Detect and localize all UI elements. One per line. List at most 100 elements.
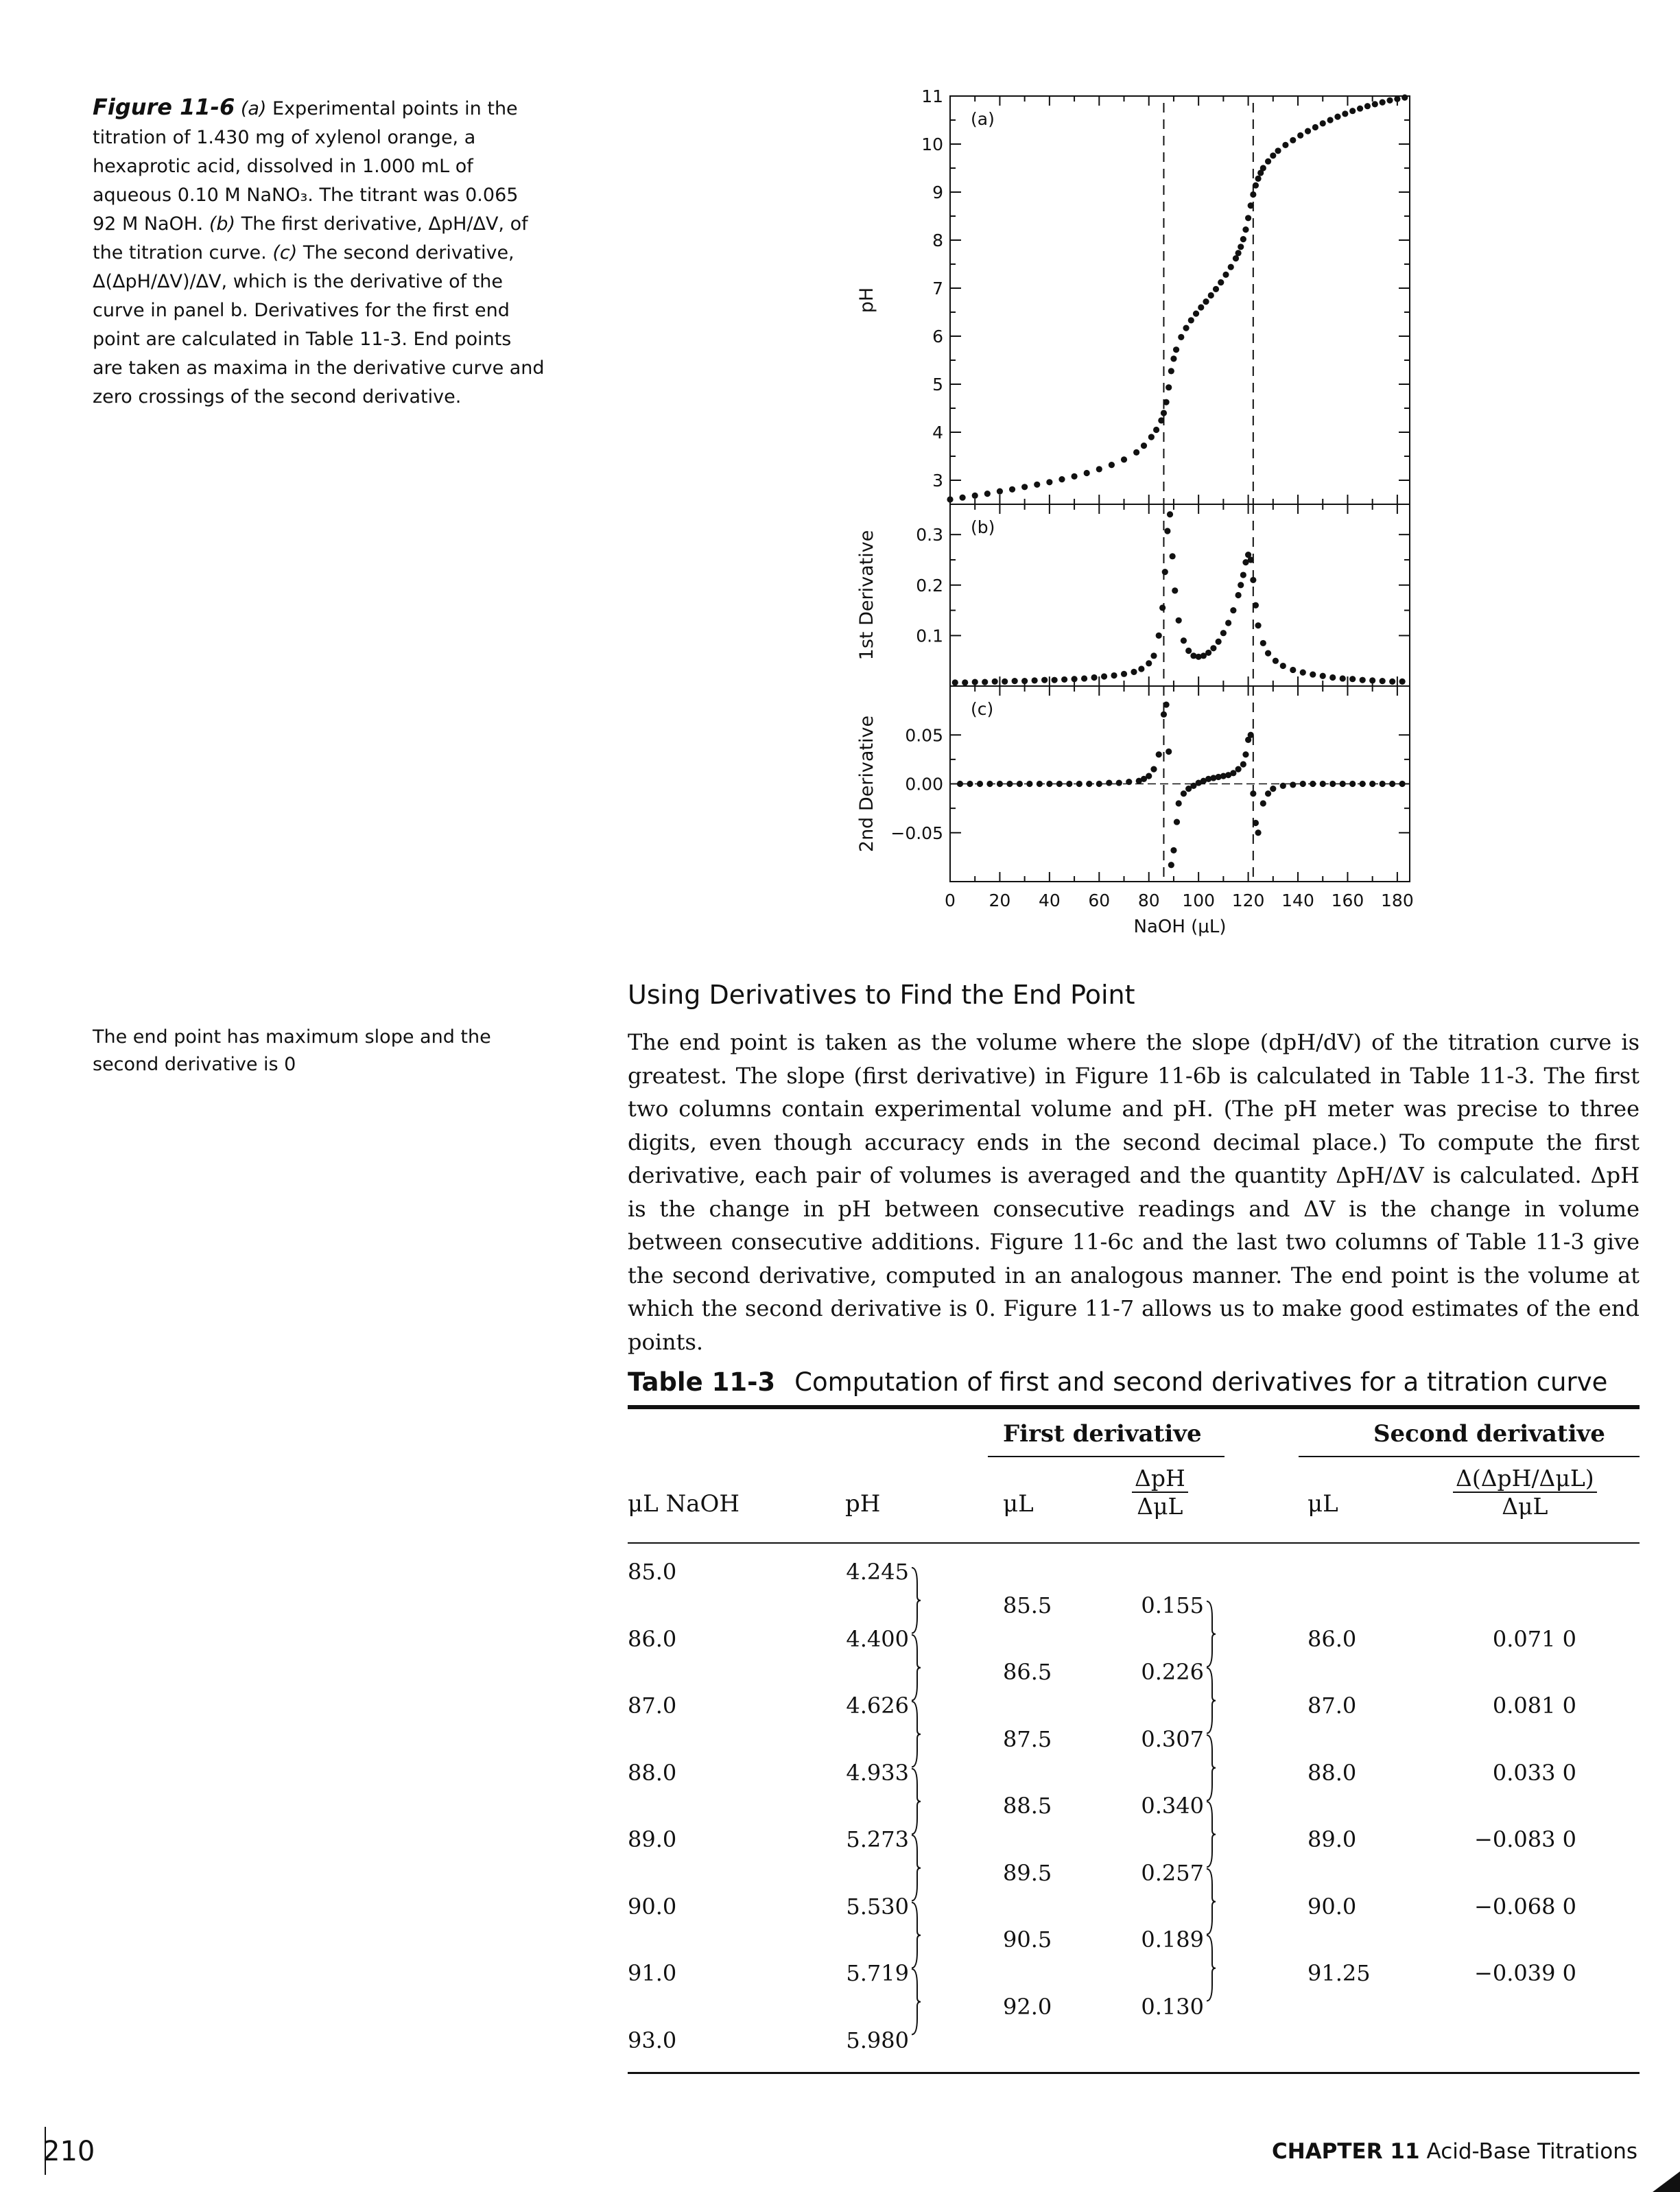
y-tick-label: 0.2 [916,576,943,596]
data-point [1159,604,1166,611]
data-point [1242,751,1249,758]
table-top-rule [628,1405,1640,1409]
table-cell-first-ul: 90.5 [1003,1926,1052,1953]
data-point [1006,780,1013,788]
x-tick-label: 160 [1332,891,1364,910]
table-cell-first-ul: 87.5 [1003,1725,1052,1752]
data-point [951,679,958,686]
data-point [1259,800,1266,807]
data-point [996,488,1004,495]
data-point [1379,780,1386,788]
table-cell-second-value: 0.033 0 [1492,1759,1576,1786]
data-point [991,678,998,685]
first-pair-brace [1206,1734,1216,1802]
data-point [1126,779,1133,786]
panel-b-frame [949,504,1410,687]
data-point [1279,782,1286,789]
data-point [1371,101,1378,108]
x-tick-label: 60 [1088,891,1110,910]
data-point [1255,175,1262,182]
section-heading: Using Derivatives to Find the End Point [628,980,1135,1010]
data-point [1150,652,1157,659]
row-pair-brace [911,1901,921,1968]
table-cell-naoh: 93.0 [628,2027,677,2053]
data-point [1297,132,1304,139]
data-point [1230,770,1237,777]
data-point [1178,333,1185,340]
data-point [1259,639,1266,647]
data-point [1342,110,1349,117]
data-point [1205,775,1212,782]
table-cell-naoh: 86.0 [628,1625,677,1652]
data-point [1190,652,1197,659]
data-point [1021,678,1028,685]
data-point [1131,668,1137,675]
table-cell-first-value: 0.307 [1141,1725,1204,1752]
data-point [982,679,989,685]
data-point [1244,552,1252,558]
data-point [1247,556,1254,563]
data-point [1183,325,1190,331]
data-point [1200,652,1207,659]
caption-panel-a-text: Experimental points in the titration of … [93,98,519,235]
data-point [1161,569,1168,576]
data-point [986,780,993,788]
x-tick-label: 40 [1039,891,1061,910]
x-tick-label: 180 [1381,891,1414,910]
col-header-first-fraction: ΔpH ΔμL [1132,1465,1188,1520]
data-point [1349,108,1356,115]
data-point [1230,606,1237,614]
col-header-second-fraction: Δ(ΔpH/ΔμL) ΔμL [1453,1465,1597,1520]
table-caption: Computation of first and second derivati… [794,1367,1608,1397]
data-point [1227,263,1234,270]
data-point [1140,775,1148,782]
data-point [1115,779,1122,786]
table-cell-naoh: 87.0 [628,1693,677,1719]
table-cell-ph: 4.933 [846,1759,909,1786]
data-point [1185,647,1192,655]
x-tick-label: 120 [1232,891,1265,910]
y-tick-label: 5 [932,375,943,394]
data-point [1399,780,1406,788]
data-point [1021,484,1028,491]
first-fraction-numerator: ΔpH [1132,1465,1188,1493]
y-tick-label: 10 [921,134,943,154]
data-point [1379,678,1386,685]
data-point [1002,678,1008,685]
data-point [1056,780,1063,788]
data-point [1386,97,1393,104]
data-point [1172,587,1179,594]
first-pair-brace [1206,1600,1216,1668]
data-point [1264,158,1272,165]
row-pair-brace [911,1567,921,1634]
data-point [1270,786,1277,792]
data-point [971,679,978,685]
data-point [971,492,978,499]
data-point [1334,113,1341,120]
data-point [1282,141,1289,148]
table-cell-second-value: 0.071 0 [1492,1625,1576,1652]
data-point [1238,582,1244,589]
data-point [1356,105,1364,112]
table-cell-second-ul: 87.0 [1308,1693,1357,1719]
data-point [1349,676,1356,683]
data-point [1158,417,1165,424]
data-point [1215,638,1222,645]
data-point [947,496,954,503]
data-point [1319,120,1326,127]
y-tick-label: 8 [932,231,943,250]
data-point [1329,674,1336,681]
y-tick-label: 0.05 [905,725,943,745]
data-point [1175,617,1182,624]
data-point [1290,781,1297,788]
data-point [1076,780,1082,788]
panel-b-ylabel: 1st Derivative [856,530,877,661]
data-point [1401,94,1408,101]
y-tick-label: 11 [921,86,943,106]
first-fraction-denominator: ΔμL [1137,1493,1183,1520]
data-point [1244,736,1252,743]
data-point [1166,384,1172,391]
data-point [1364,103,1371,110]
